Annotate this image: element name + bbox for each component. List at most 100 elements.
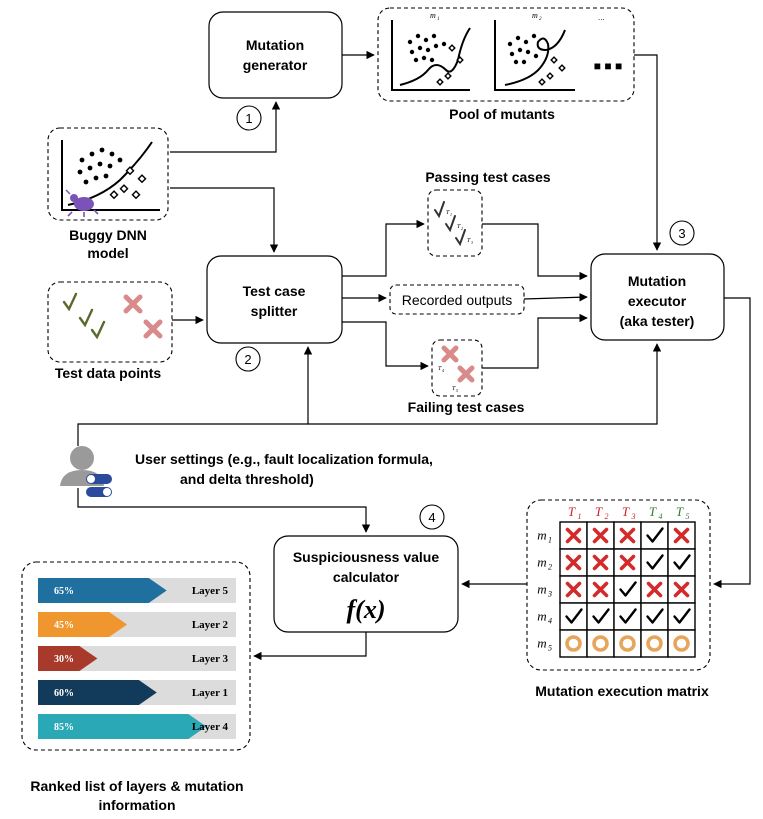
layer-name: Layer 5 — [192, 585, 229, 597]
mutant-ellipsis: ■ ■ ■ — [594, 59, 622, 73]
check-icon — [592, 608, 610, 624]
step-4-label: 4 — [428, 510, 435, 525]
check-icon — [619, 608, 637, 624]
mutant-more-label: ... — [598, 13, 605, 22]
passing-t3-sub: 3 — [471, 240, 473, 245]
layer-bar-fill — [38, 612, 128, 637]
arrow-user-to-splitter — [77, 346, 313, 446]
mutation-executor-line1: Mutation — [628, 273, 686, 289]
ring-icon — [673, 635, 690, 652]
cross-icon — [123, 294, 163, 339]
matrix-cell — [640, 548, 669, 577]
buggy-dnn-line1: Buggy DNN — [69, 227, 147, 243]
cross-icon — [592, 527, 609, 544]
failing-t5: T — [452, 386, 456, 392]
cross-icon — [592, 554, 609, 571]
failing-test-cases-node: T 4 T 5 Failing test cases — [408, 339, 525, 415]
layer-bars: 65%Layer 545%Layer 230%Layer 360%Layer 1… — [38, 578, 236, 739]
ring-icon — [592, 635, 609, 652]
matrix-row-sub: 1 — [548, 536, 552, 545]
test-case-splitter-line2: splitter — [251, 303, 298, 319]
cross-icon — [619, 527, 636, 544]
matrix-cell — [640, 521, 669, 550]
arrow-executor-to-matrix — [713, 297, 751, 589]
check-icon — [619, 581, 637, 597]
layer-percent: 45% — [54, 620, 74, 631]
layer-name: Layer 2 — [192, 619, 229, 631]
matrix-cell — [586, 602, 615, 631]
mutation-generator-line1: Mutation — [246, 37, 304, 53]
arrow-user-to-calculator — [77, 488, 371, 533]
mutation-executor-line2: executor — [628, 293, 687, 309]
layer-name: Layer 1 — [192, 687, 228, 699]
matrix-row-sub: 4 — [548, 617, 552, 626]
matrix-cell — [667, 629, 696, 658]
check-icon — [673, 608, 691, 624]
passing-t2: T — [457, 224, 461, 230]
calculator-node: Suspiciousness value calculator f(x) — [273, 535, 459, 633]
arrow-splitter-to-passing — [342, 219, 425, 277]
cross-icon — [565, 527, 582, 544]
mutant-2-sub: 2 — [539, 17, 542, 22]
arrow-failing-to-executor — [482, 313, 588, 369]
calculator-line1: Suspiciousness value — [293, 549, 439, 565]
ranked-list-node: 65%Layer 545%Layer 230%Layer 360%Layer 1… — [21, 561, 251, 813]
matrix-row-header: m — [537, 636, 546, 651]
calculator-line2: calculator — [333, 569, 400, 585]
cross-icon — [565, 554, 582, 571]
calculator-formula: f(x) — [347, 595, 386, 624]
matrix-col-sub: 1 — [578, 512, 582, 521]
arrow-model-to-splitter — [170, 187, 279, 253]
matrix-cell — [613, 575, 642, 604]
user-settings-line1: User settings (e.g., fault localization … — [135, 451, 433, 467]
step-1-marker: 1 — [236, 105, 262, 131]
matrix-cell — [640, 602, 669, 631]
check-icon — [62, 292, 106, 340]
arrow-user-to-executor — [308, 343, 662, 425]
cross-icon — [646, 581, 663, 598]
step-3-label: 3 — [678, 226, 685, 241]
test-case-splitter-line1: Test case — [243, 283, 306, 299]
buggy-dnn-line2: model — [87, 245, 128, 261]
failing-t4-sub: 4 — [442, 368, 444, 373]
recorded-outputs-node: Recorded outputs — [389, 284, 525, 315]
matrix-col-header: T — [649, 504, 657, 519]
ring-icon — [565, 635, 582, 652]
failing-t5-sub: 5 — [456, 388, 458, 393]
step-1-label: 1 — [245, 111, 252, 126]
layer-bar-fill — [38, 680, 157, 705]
failing-t4: T — [438, 366, 442, 372]
buggy-dnn-node: Buggy DNN model — [47, 127, 169, 261]
matrix-col-header: T — [595, 504, 603, 519]
matrix-row-header: m — [537, 528, 546, 543]
toggle-icon — [86, 474, 112, 497]
step-2-label: 2 — [244, 352, 251, 367]
cross-icon — [673, 527, 690, 544]
matrix-cell — [667, 548, 696, 577]
layer-percent: 30% — [54, 654, 74, 665]
matrix-row-sub: 3 — [547, 590, 552, 599]
ring-icon — [619, 635, 636, 652]
matrix-col-sub: 5 — [686, 512, 690, 521]
passing-t2-sub: 2 — [461, 226, 463, 231]
user-settings-node: User settings (e.g., fault localization … — [60, 446, 433, 497]
layer-percent: 85% — [54, 722, 74, 733]
test-data-points-label: Test data points — [55, 365, 162, 381]
mutant-1-sub: 1 — [437, 17, 440, 22]
ring-icon — [646, 635, 663, 652]
mutant-plot-2: m 2 — [494, 11, 575, 91]
matrix-col-header: T — [622, 504, 630, 519]
matrix-col-sub: 2 — [605, 512, 609, 521]
failing-test-cases-label: Failing test cases — [408, 399, 525, 415]
matrix-row-header: m — [537, 555, 546, 570]
test-case-splitter-node: Test case splitter — [206, 255, 343, 344]
mutant-plot-1: m 1 — [391, 11, 471, 91]
matrix-row-header: m — [537, 582, 546, 597]
connectors — [77, 50, 751, 661]
matrix-col-sub: 3 — [631, 512, 636, 521]
pool-of-mutants-label: Pool of mutants — [449, 106, 555, 122]
arrow-splitter-to-failing — [342, 321, 429, 371]
arrow-calculator-to-list — [253, 632, 367, 661]
